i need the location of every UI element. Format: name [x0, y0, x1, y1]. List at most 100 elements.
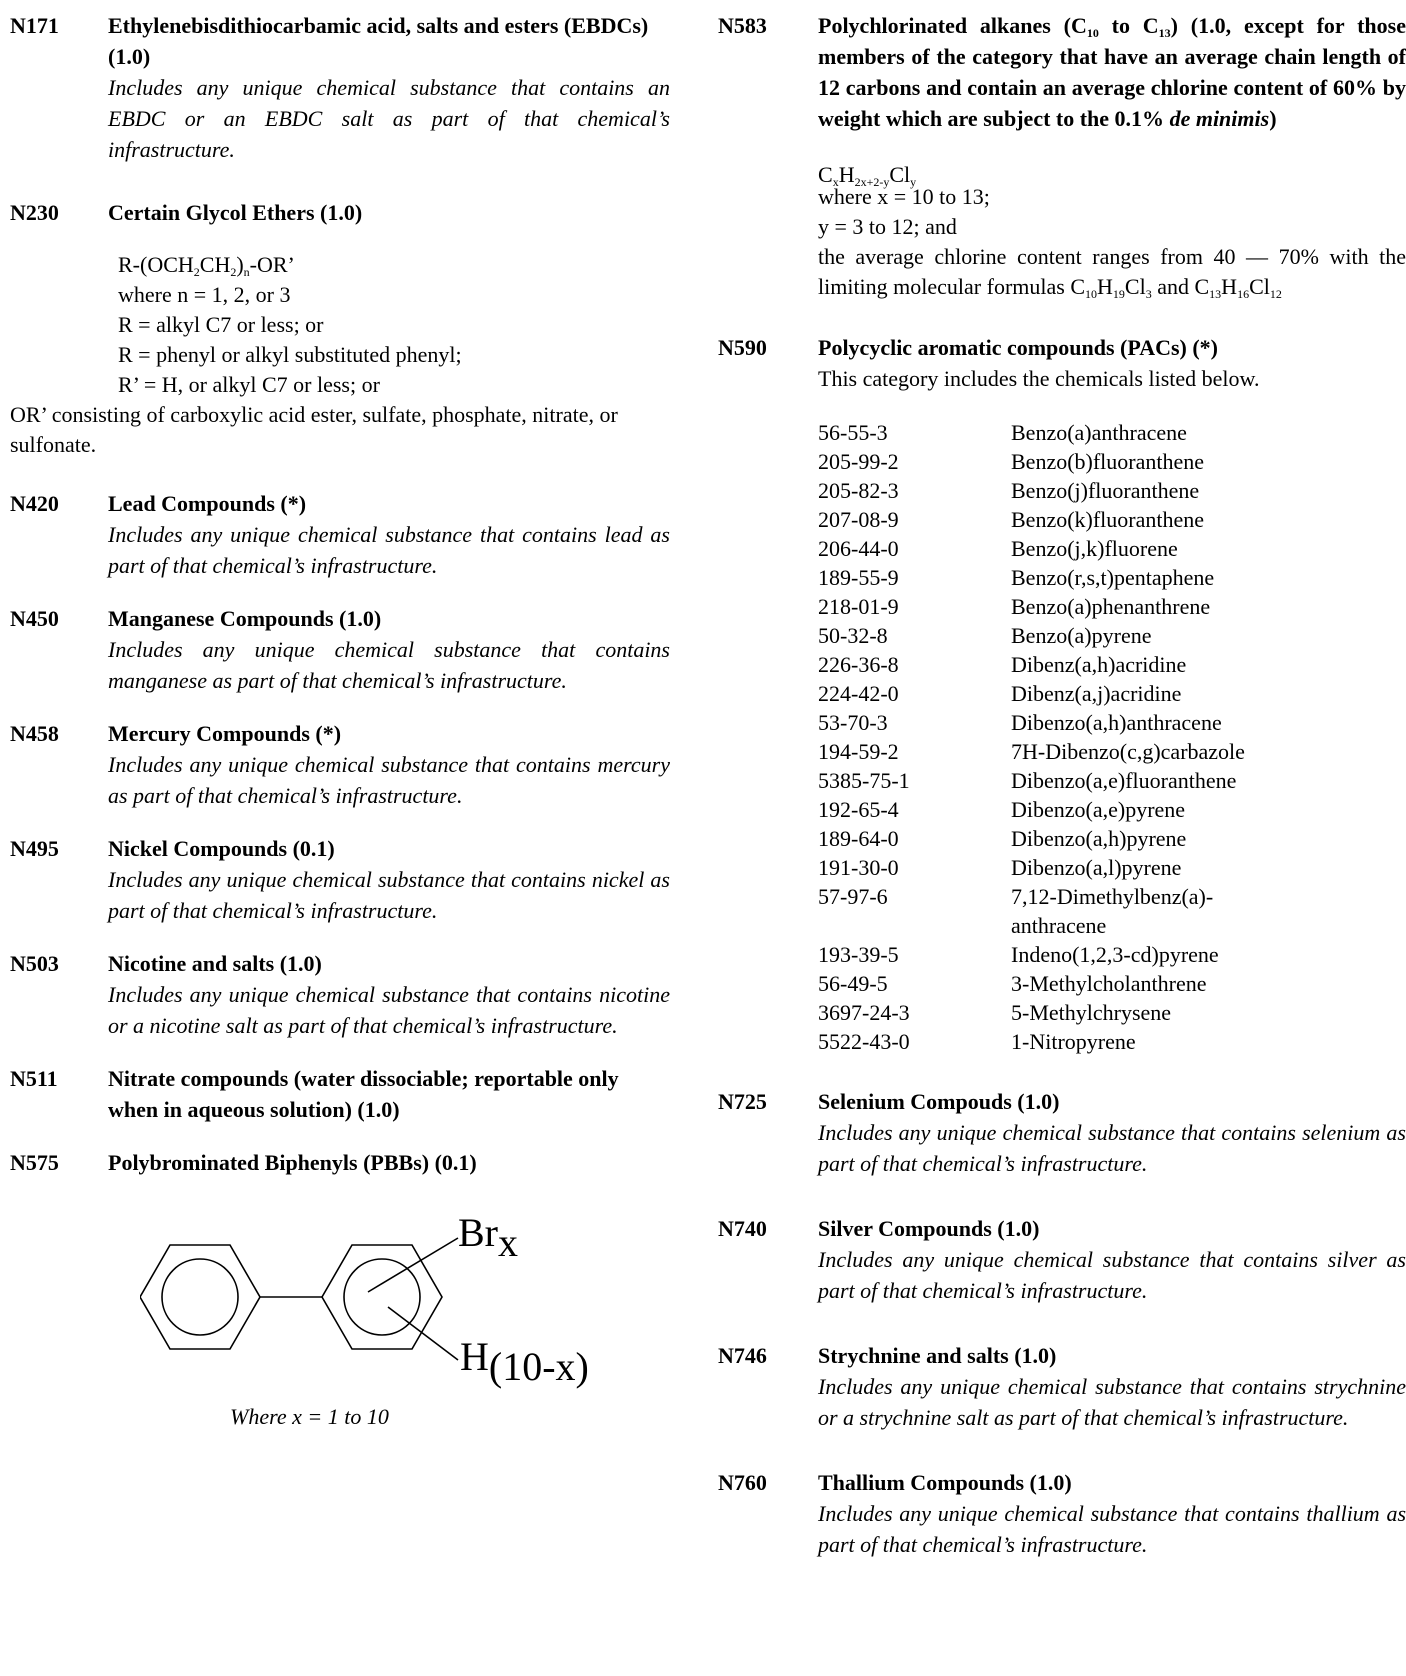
h-label: H(10-x): [460, 1334, 589, 1389]
pac-cas-number: 192-65-4: [818, 797, 899, 822]
entry-n740: N740 Silver Compounds (1.0) Includes any…: [718, 1213, 1406, 1306]
alkane-formula: CxH2x+2-yCly: [818, 162, 917, 189]
benzene-ring-left-circle: [161, 1258, 239, 1336]
pac-chemical-name: Dibenzo(a,e)fluoranthene: [1011, 768, 1237, 793]
entry-description: Includes any unique chemical substance t…: [108, 522, 670, 578]
pac-row: 226-36-8 Dibenz(a,h)acridine: [818, 650, 1406, 679]
pac-row: 192-65-4 Dibenzo(a,e)pyrene: [818, 795, 1406, 824]
pac-chemical-name: Dibenz(a,j)acridine: [1011, 681, 1182, 706]
entry-n171: N171 Ethylenebisdithiocarbamic acid, sal…: [10, 10, 670, 165]
pac-row: 207-08-9 Benzo(k)fluoranthene: [818, 505, 1406, 534]
entry-description: Includes any unique chemical substance t…: [818, 1374, 1406, 1430]
pac-cas-number: 189-55-9: [818, 565, 899, 590]
pac-chemical-name: 7H-Dibenzo(c,g)carbazole: [1011, 739, 1245, 764]
pac-chemical-name: Dibenz(a,h)acridine: [1011, 652, 1187, 677]
pac-chemical-name: Dibenzo(a,h)anthracene: [1011, 710, 1222, 735]
formula-line: R = alkyl C7 or less; or: [118, 312, 324, 337]
entry-title: Nitrate compounds (water dissociable; re…: [108, 1066, 619, 1122]
entry-title: Nickel Compounds (0.1): [108, 836, 335, 861]
entry-title: Certain Glycol Ethers (1.0): [108, 200, 363, 225]
entry-title: Thallium Compounds (1.0): [818, 1470, 1072, 1495]
entry-code: N495: [10, 836, 59, 861]
formula-line: where x = 10 to 13;: [818, 184, 990, 209]
entry-code: N503: [10, 951, 59, 976]
formula-line: R’ = H, or alkyl C7 or less; or: [118, 372, 380, 397]
entry-n583: N583 Polychlorinated alkanes (C10 to C13…: [718, 10, 1406, 302]
entry-code: N583: [718, 13, 767, 38]
entry-title: Ethylenebisdithiocarbamic acid, salts an…: [108, 13, 649, 69]
entry-code: N590: [718, 335, 767, 360]
right-column: N583 Polychlorinated alkanes (C10 to C13…: [718, 10, 1406, 1560]
left-column: N171 Ethylenebisdithiocarbamic acid, sal…: [10, 10, 670, 1432]
pac-cas-number: 5385-75-1: [818, 768, 910, 793]
pac-chemical-name: Benzo(k)fluoranthene: [1011, 507, 1205, 532]
entry-code: N511: [10, 1066, 58, 1091]
entry-description: Includes any unique chemical substance t…: [108, 982, 670, 1038]
pac-chemical-name: Benzo(a)pyrene: [1011, 623, 1152, 648]
pac-chemical-name: Benzo(j)fluoranthene: [1011, 478, 1200, 503]
entry-description: Includes any unique chemical substance t…: [818, 1247, 1406, 1303]
pac-cas-number: 193-39-5: [818, 942, 899, 967]
pac-chemical-name: 1-Nitropyrene: [1011, 1029, 1136, 1054]
entry-n230: N230 Certain Glycol Ethers (1.0) R-(OCH2…: [10, 197, 670, 460]
formula-tail: OR’ consisting of carboxylic acid ester,…: [10, 402, 618, 457]
glycol-formula: R-(OCH2CH2)n-OR’: [118, 252, 295, 279]
entry-code: N420: [10, 491, 59, 516]
benzene-ring-left: [140, 1244, 261, 1350]
pac-row: anthracene: [818, 911, 1406, 940]
pac-cas-number: 189-64-0: [818, 826, 899, 851]
pac-chemical-name: Dibenzo(a,l)pyrene: [1011, 855, 1182, 880]
pac-cas-number: 56-49-5: [818, 971, 888, 996]
pac-cas-number: 226-36-8: [818, 652, 899, 677]
pac-chemical-name: Benzo(b)fluoranthene: [1011, 449, 1205, 474]
pac-row: 193-39-5 Indeno(1,2,3-cd)pyrene: [818, 940, 1406, 969]
entry-n725: N725 Selenium Compouds (1.0) Includes an…: [718, 1086, 1406, 1179]
pac-cas-number: [818, 911, 1011, 940]
entry-code: N171: [10, 13, 59, 38]
pac-row: 5522-43-0 1-Nitropyrene: [818, 1027, 1406, 1056]
pac-chemical-name: Indeno(1,2,3-cd)pyrene: [1011, 942, 1219, 967]
entry-code: N458: [10, 721, 59, 746]
entry-code: N725: [718, 1089, 767, 1114]
pac-cas-number: 205-82-3: [818, 478, 899, 503]
pac-cas-number: 56-55-3: [818, 420, 888, 445]
pac-cas-number: 206-44-0: [818, 536, 899, 561]
entry-description: This category includes the chemicals lis…: [818, 366, 1260, 391]
pac-row: 56-55-3 Benzo(a)anthracene: [818, 418, 1406, 447]
pac-row: 205-82-3 Benzo(j)fluoranthene: [818, 476, 1406, 505]
entry-n746: N746 Strychnine and salts (1.0) Includes…: [718, 1340, 1406, 1433]
pac-cas-number: 57-97-6: [818, 884, 888, 909]
pac-cas-number: 207-08-9: [818, 507, 899, 532]
entry-n511: N511 Nitrate compounds (water dissociabl…: [10, 1063, 670, 1125]
entry-n590: N590 Polycyclic aromatic compounds (PACs…: [718, 332, 1406, 1056]
entry-code: N760: [718, 1470, 767, 1495]
entry-description: Includes any unique chemical substance t…: [108, 867, 670, 923]
pac-chemical-name: Dibenzo(a,e)pyrene: [1011, 797, 1186, 822]
benzene-ring-right: [321, 1244, 443, 1350]
pac-cas-number: 3697-24-3: [818, 1000, 910, 1025]
entry-code: N230: [10, 200, 59, 225]
pbb-caption: Where x = 1 to 10: [230, 1404, 389, 1429]
entry-n458: N458 Mercury Compounds (*) Includes any …: [10, 718, 670, 811]
entry-title: Strychnine and salts (1.0): [818, 1343, 1057, 1368]
pac-row: 50-32-8 Benzo(a)pyrene: [818, 621, 1406, 650]
pac-chemical-name: Benzo(a)anthracene: [1011, 420, 1187, 445]
h-bond: [387, 1306, 459, 1361]
pac-cas-number: 5522-43-0: [818, 1029, 910, 1054]
entry-title: Polycyclic aromatic compounds (PACs) (*): [818, 335, 1219, 360]
pac-chemical-name: Dibenzo(a,h)pyrene: [1011, 826, 1187, 851]
pac-cas-number: 50-32-8: [818, 623, 888, 648]
entry-title: Manganese Compounds (1.0): [108, 606, 382, 631]
entry-n495: N495 Nickel Compounds (0.1) Includes any…: [10, 833, 670, 926]
formula-line: the average chlorine content ranges from…: [818, 244, 1406, 301]
pac-chemical-name: 7,12-Dimethylbenz(a)-: [1011, 884, 1214, 909]
entry-code: N746: [718, 1343, 767, 1368]
